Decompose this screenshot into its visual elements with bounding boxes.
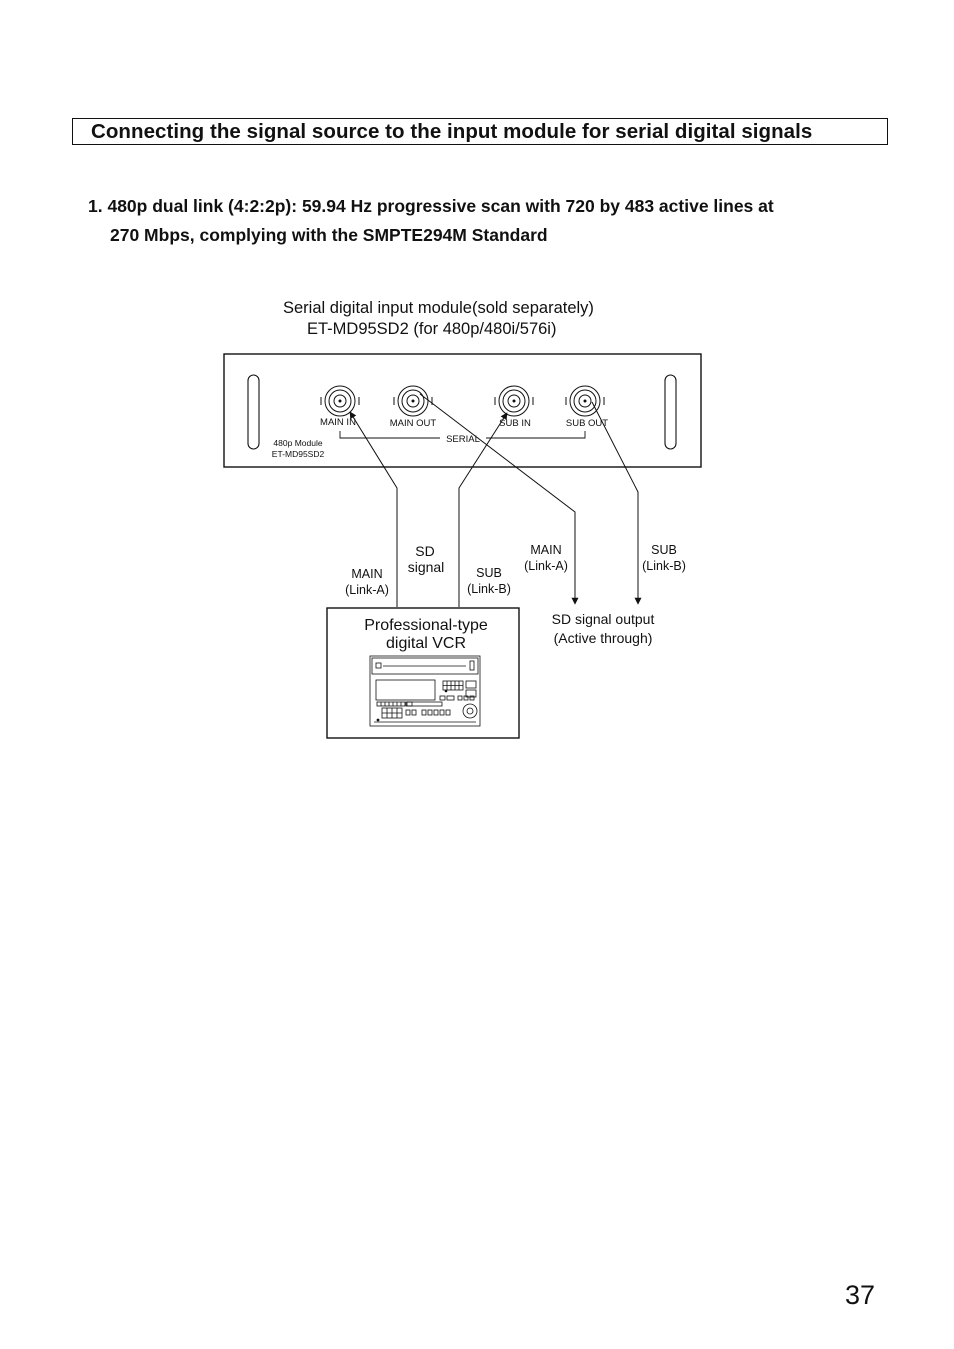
output-label-1: SD signal output [552, 611, 655, 627]
output-label-2: (Active through) [554, 630, 653, 646]
left-handle [247, 374, 260, 450]
main-in-cable-label-2: (Link-A) [345, 583, 389, 597]
cable-sub-in [458, 412, 508, 607]
sub-out-cable-label-1: SUB [651, 543, 677, 557]
serial-bracket [339, 431, 586, 439]
sd-signal-label-1: SD [415, 543, 434, 559]
serial-label: SERIAL [446, 434, 480, 445]
cable-sub-out [591, 401, 642, 605]
main-out-cable-label-2: (Link-A) [524, 559, 568, 573]
main-in-label: MAIN IN [320, 417, 356, 428]
module-caption-line-2: ET-MD95SD2 (for 480p/480i/576i) [307, 320, 557, 338]
vcr-box: Professional-type digital VCR [326, 607, 520, 739]
sub-out-connector [565, 385, 605, 417]
sub-in-label: SUB IN [499, 418, 531, 429]
module-caption-line-1: Serial digital input module(sold separat… [283, 299, 594, 317]
vcr-label-1: Professional-type [364, 617, 488, 634]
sub-in-connector [494, 385, 534, 417]
cable-main-in [349, 411, 398, 607]
input-module-panel: MAIN IN MAIN OUT SUB IN SUB OUT SERIAL 4… [223, 353, 702, 468]
sd-signal-label-2: signal [408, 559, 445, 575]
vcr-icon [369, 655, 481, 727]
sub-out-label: SUB OUT [566, 418, 608, 429]
module-label-1: 480p Module [273, 438, 322, 448]
main-out-cable-label-1: MAIN [530, 543, 561, 557]
sub-out-cable-label-2: (Link-B) [642, 559, 686, 573]
page-number: 37 [845, 1280, 876, 1310]
module-label-2: ET-MD95SD2 [272, 449, 325, 459]
sub-in-cable-label-2: (Link-B) [467, 582, 511, 596]
main-in-connector [320, 385, 360, 417]
numbered-item: 1. 480p dual link (4:2:2p): 59.94 Hz pro… [88, 192, 774, 250]
section-heading-box: Connecting the signal source to the inpu… [72, 118, 888, 145]
item-line-1: 1. 480p dual link (4:2:2p): 59.94 Hz pro… [88, 196, 774, 216]
main-out-label: MAIN OUT [390, 418, 437, 429]
cables [349, 393, 642, 607]
item-line-2: 270 Mbps, complying with the SMPTE294M S… [110, 225, 548, 245]
cable-main-out [419, 393, 579, 605]
right-handle [664, 374, 677, 450]
section-heading: Connecting the signal source to the inpu… [91, 120, 813, 143]
main-in-cable-label-1: MAIN [351, 567, 382, 581]
main-out-connector [393, 385, 433, 417]
module-caption: Serial digital input module(sold separat… [283, 298, 594, 340]
sub-in-cable-label-1: SUB [476, 566, 502, 580]
vcr-label-2: digital VCR [386, 635, 466, 652]
